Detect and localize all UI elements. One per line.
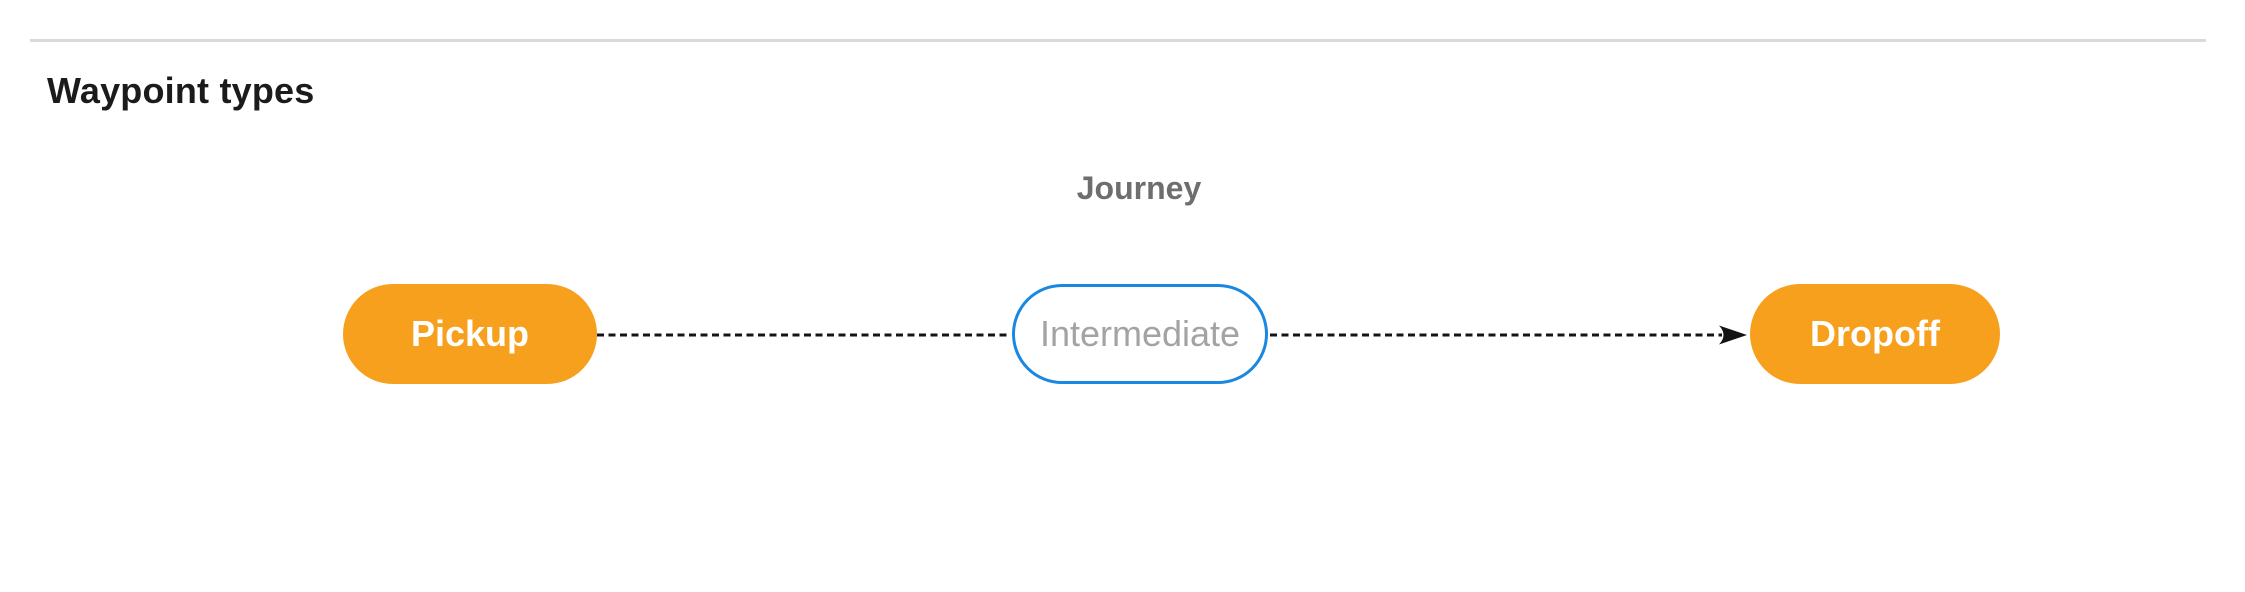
page-title: Waypoint types	[47, 70, 315, 111]
journey-group-label: Journey	[1076, 170, 1202, 206]
node-intermediate: Intermediate	[1012, 284, 1268, 384]
top-divider	[30, 39, 2206, 42]
node-dropoff: Dropoff	[1750, 284, 2000, 384]
node-pickup-label: Pickup	[410, 313, 530, 354]
arrowhead-icon	[1719, 325, 1747, 345]
node-pickup: Pickup	[343, 284, 597, 384]
node-intermediate-label: Intermediate	[1039, 313, 1241, 354]
node-dropoff-label: Dropoff	[1810, 313, 1940, 354]
